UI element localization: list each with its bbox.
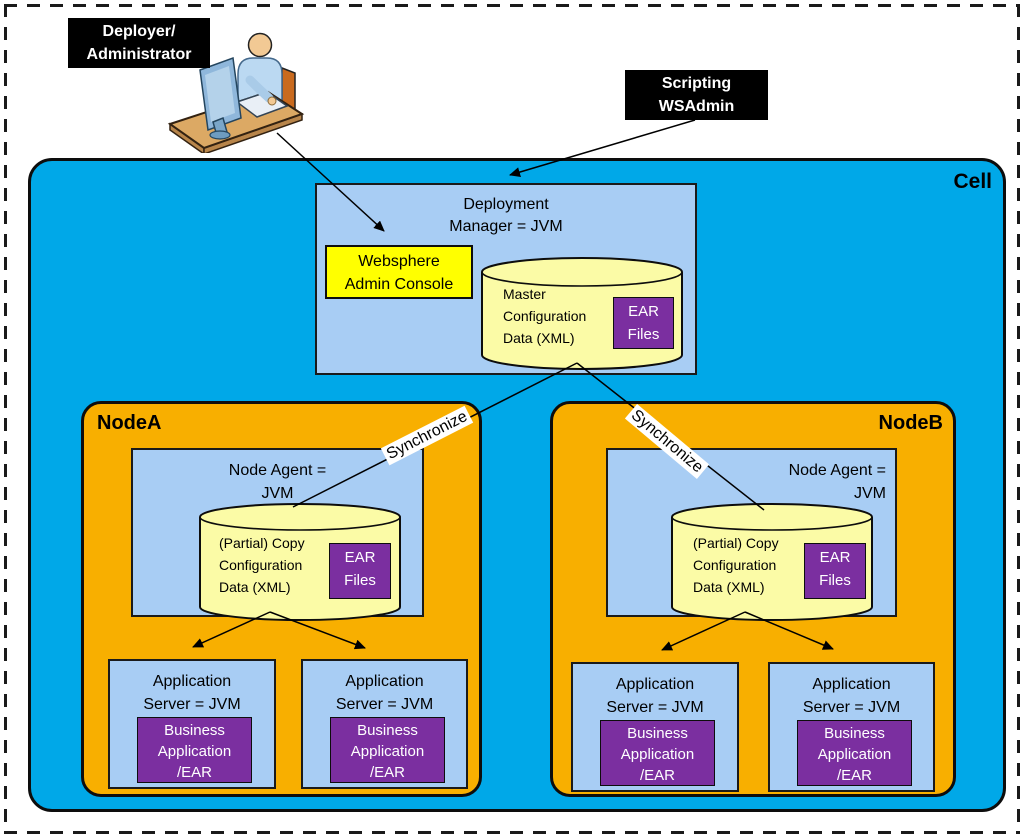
app-server-title: Application Server = JVM: [335, 673, 434, 713]
node-b-app-server-2-box: Application Server = JVM Business Applic…: [768, 662, 935, 792]
node-b-agent-box: Node Agent = JVM (Partial) Copy Configur…: [606, 448, 897, 621]
master-config-label: Master Configuration Data (XML): [503, 286, 587, 346]
cylinder-rim: [671, 516, 873, 531]
master-ear-files-box: EAR Files: [613, 297, 674, 349]
deployer-administrator-label: Deployer/ Administrator: [68, 18, 210, 68]
websphere-admin-console-box: Websphere Admin Console: [325, 245, 473, 299]
cell-container: Cell Deployment Manager = JVM Websphere …: [28, 158, 1006, 812]
person-arm: [245, 75, 274, 103]
dashed-border-top: [4, 4, 1020, 7]
node-b-container: NodeB Node Agent = JVM (Partial) Copy Co…: [550, 401, 956, 797]
monitor-back-panel: [205, 66, 235, 122]
node-a-config-label: (Partial) Copy Configuration Data (XML): [219, 535, 305, 595]
business-application-box: Business Application /EAR: [137, 717, 252, 783]
deployment-manager-title: Deployment Manager = JVM: [449, 196, 563, 235]
scripting-wsadmin-label: Scripting WSAdmin: [625, 70, 768, 120]
node-a-title: NodeA: [97, 412, 162, 434]
person-head: [247, 32, 273, 58]
deployment-manager-box: Deployment Manager = JVM Websphere Admin…: [315, 183, 697, 375]
node-a-app-server-1-box: Application Server = JVM Business Applic…: [108, 659, 276, 789]
business-application-box: Business Application /EAR: [797, 720, 912, 786]
person-hand: [267, 96, 277, 106]
cylinder-rim: [481, 271, 683, 287]
administrator-illustration: [167, 32, 305, 153]
dashed-border-left: [4, 4, 7, 834]
node-b-title: NodeB: [878, 412, 943, 434]
app-server-title: Application Server = JVM: [606, 676, 704, 716]
node-a-app-server-2-box: Application Server = JVM Business Applic…: [301, 659, 468, 789]
node-b-ear-files-box: EAR Files: [804, 543, 866, 599]
cell-title: Cell: [953, 170, 992, 193]
dashed-border-right: [1017, 4, 1020, 834]
node-a-agent-box: Node Agent = JVM (Partial) Copy Configur…: [131, 448, 424, 621]
node-a-agent-title: Node Agent = JVM: [228, 462, 327, 502]
cylinder-rim: [199, 516, 401, 531]
business-application-box: Business Application /EAR: [330, 717, 445, 783]
business-application-box: Business Application /EAR: [600, 720, 715, 786]
node-b-agent-title: Node Agent = JVM: [788, 462, 886, 502]
node-a-container: NodeA Node Agent = JVM (Partial) Copy Co…: [81, 401, 482, 797]
app-server-title: Application Server = JVM: [143, 673, 241, 713]
dashed-border-bottom: [4, 831, 1020, 834]
node-b-app-server-1-box: Application Server = JVM Business Applic…: [571, 662, 739, 792]
monitor-base: [209, 130, 231, 140]
app-server-title: Application Server = JVM: [802, 676, 901, 716]
node-b-config-label: (Partial) Copy Configuration Data (XML): [693, 535, 779, 595]
node-a-ear-files-box: EAR Files: [329, 543, 391, 599]
